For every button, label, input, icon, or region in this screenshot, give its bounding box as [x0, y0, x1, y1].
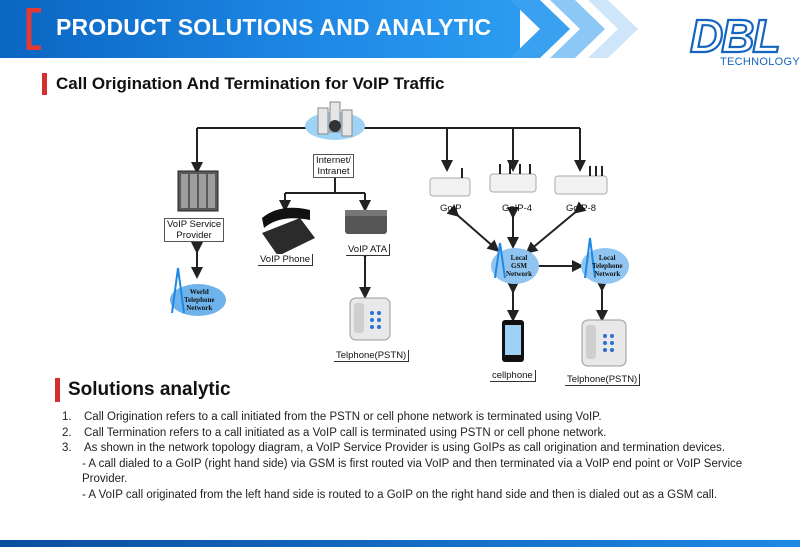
goip4-icon	[489, 164, 537, 193]
page-title: PRODUCT SOLUTIONS AND ANALYTIC	[56, 14, 492, 40]
server-rack-icon	[177, 170, 219, 212]
label-world-network: World Telephone Network	[184, 288, 215, 312]
list-number: 3.	[62, 442, 72, 454]
list-item: 2. Call Termination refers to a call init…	[62, 426, 762, 442]
local-telephone-network-icon	[581, 237, 629, 284]
list-text: Call Termination refers to a call initia…	[84, 426, 607, 439]
list-subitem: - A call dialed to a GoIP (right hand si…	[82, 457, 743, 486]
label-goip: GoIP	[440, 203, 462, 214]
section1-title: Call Origination And Termination for VoI…	[56, 74, 445, 93]
list-subitem: - A VoIP call originated from the left h…	[82, 488, 718, 501]
cellphone-icon	[502, 320, 524, 362]
footer-band	[0, 540, 800, 547]
section1-bar	[42, 73, 47, 95]
header-bracket-icon	[26, 8, 41, 50]
world-network-icon	[170, 267, 226, 316]
label-cellphone: cellphone	[490, 370, 536, 382]
diagram-lines	[170, 101, 629, 367]
list-number: 1.	[62, 411, 72, 423]
header: PRODUCT SOLUTIONS AND ANALYTIC DBL TECHN…	[0, 0, 800, 68]
label-local-telephone-network: Local Telephone Network	[592, 254, 623, 278]
label-internet: Internet/ Intranet	[313, 154, 354, 178]
list-text: As shown in the network topology diagram…	[84, 442, 725, 454]
logo-subtitle: TECHNOLOGY	[720, 56, 800, 68]
dbl-logo: DBL	[689, 9, 782, 63]
list-item: 3. As shown in the network topology diagr…	[62, 441, 762, 457]
label-goip8: GoIP-8	[566, 203, 597, 214]
voip-phone-icon	[262, 207, 315, 256]
label-gsm-network: Local GSM Network	[506, 254, 533, 278]
label-voip-service-provider: VoIP Service Provider	[164, 218, 225, 242]
section2-title: Solutions analytic	[68, 379, 231, 400]
list-item: 1. Call Origination refers to a call init…	[62, 410, 762, 426]
telephone-right-icon	[581, 319, 627, 367]
goip-icon	[429, 168, 471, 197]
label-telphone-left: Telphone(PSTN)	[334, 350, 410, 362]
label-voip-phone: VoIP Phone	[258, 254, 314, 266]
header-band	[0, 0, 520, 58]
label-telphone-right: Telphone(PSTN)	[565, 374, 641, 386]
solutions-list: 1. Call Origination refers to a call init…	[62, 410, 762, 503]
network-diagram: Internet/ Intranet VoIP Service Provider…	[150, 98, 650, 398]
list-number: 2.	[62, 426, 72, 439]
gsm-network-icon	[491, 242, 539, 284]
list-text: Call Origination refers to a call initia…	[84, 411, 602, 423]
header-chevrons	[510, 0, 638, 58]
telephone-left-icon	[349, 297, 391, 341]
goip8-icon	[554, 166, 608, 195]
internet-servers-icon	[305, 101, 365, 140]
section2-bar	[55, 378, 60, 402]
voip-ata-icon	[345, 210, 387, 234]
label-voip-ata: VoIP ATA	[346, 244, 391, 256]
svg-text:DBL: DBL	[690, 10, 779, 62]
label-goip4: GoIP-4	[502, 203, 533, 214]
